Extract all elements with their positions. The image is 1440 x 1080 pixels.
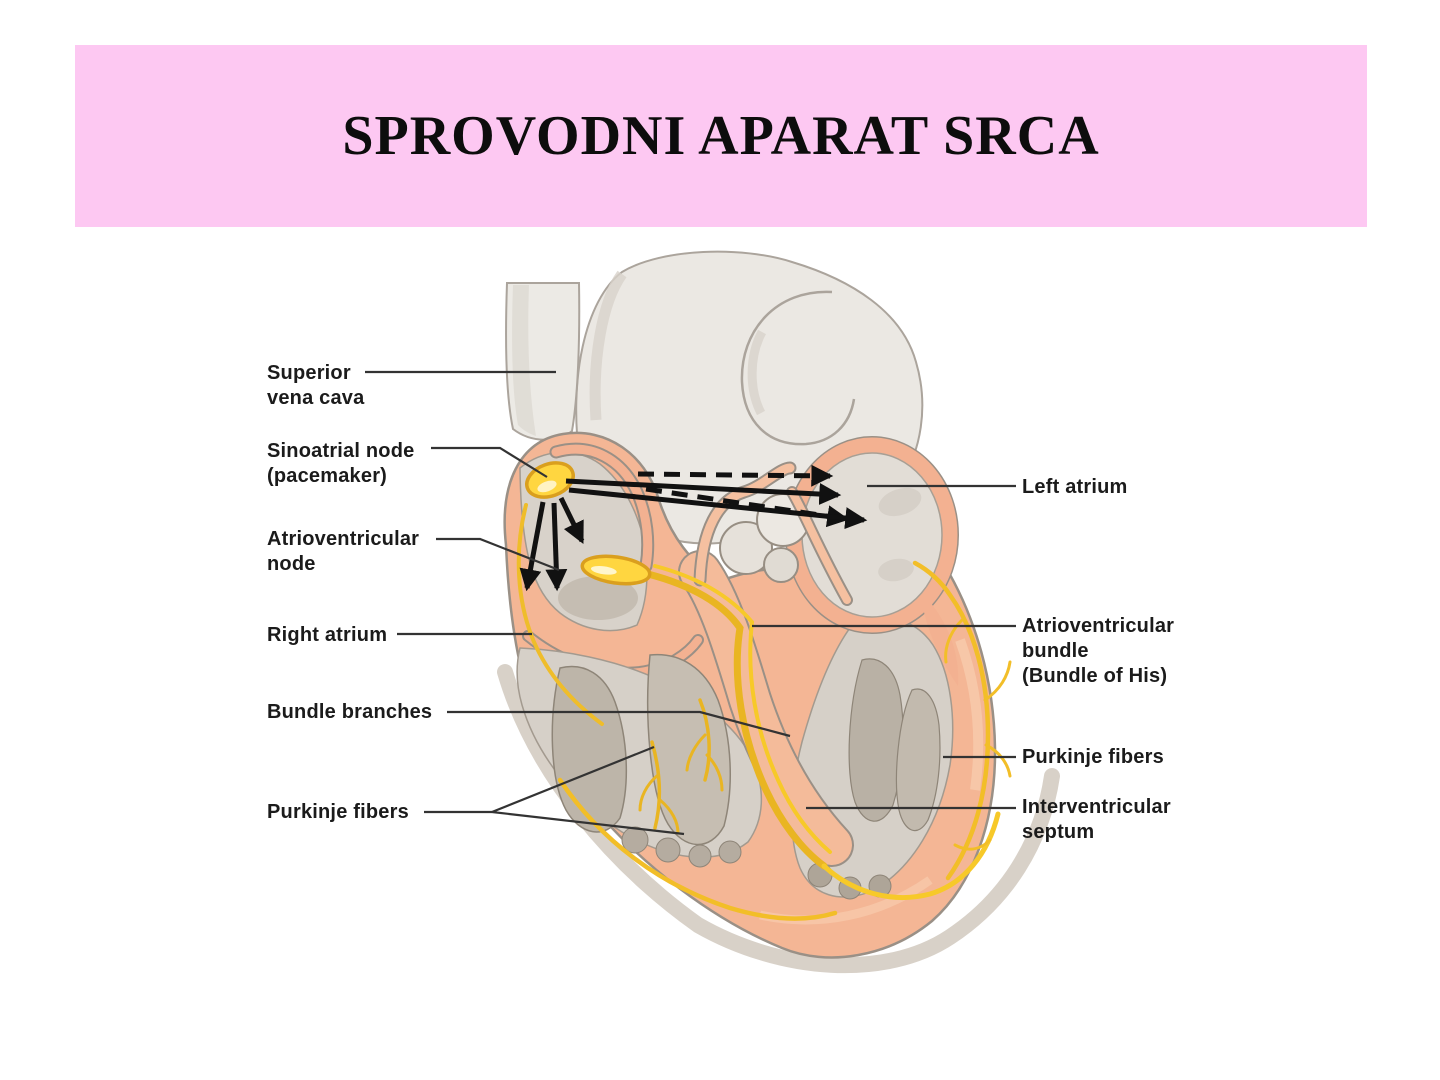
- label-purkinje-fibers-right: Purkinje fibers: [1022, 746, 1164, 768]
- slide-title: SPROVODNI APARAT SRCA: [342, 105, 1100, 167]
- label-superior-vena-cava: Superior vena cava: [267, 362, 365, 409]
- title-banner: SPROVODNI APARAT SRCA: [75, 45, 1367, 227]
- conduction-system: [516, 461, 1012, 921]
- leader-lines: [365, 370, 1016, 836]
- valve-bulbs: [693, 461, 853, 606]
- label-sinoatrial-node: Sinoatrial node (pacemaker): [267, 440, 415, 487]
- label-bundle-branches: Bundle branches: [267, 701, 433, 723]
- impulse-arrows: [519, 464, 868, 592]
- label-right-atrium: Right atrium: [267, 624, 388, 646]
- purkinje-lv-trunk: [912, 560, 991, 881]
- label-atrioventricular-bundle: Atrioventricular bundle (Bundle of His): [1022, 615, 1175, 687]
- atrioventricular-node-shape: [580, 554, 652, 586]
- label-purkinje-fibers-left: Purkinje fibers: [267, 801, 409, 823]
- label-interventricular-septum: Interventricular septum: [1022, 796, 1171, 843]
- label-left-atrium: Left atrium: [1022, 476, 1128, 498]
- av-bundle: [644, 570, 828, 870]
- label-atrioventricular-node: Atrioventricular node: [267, 528, 420, 575]
